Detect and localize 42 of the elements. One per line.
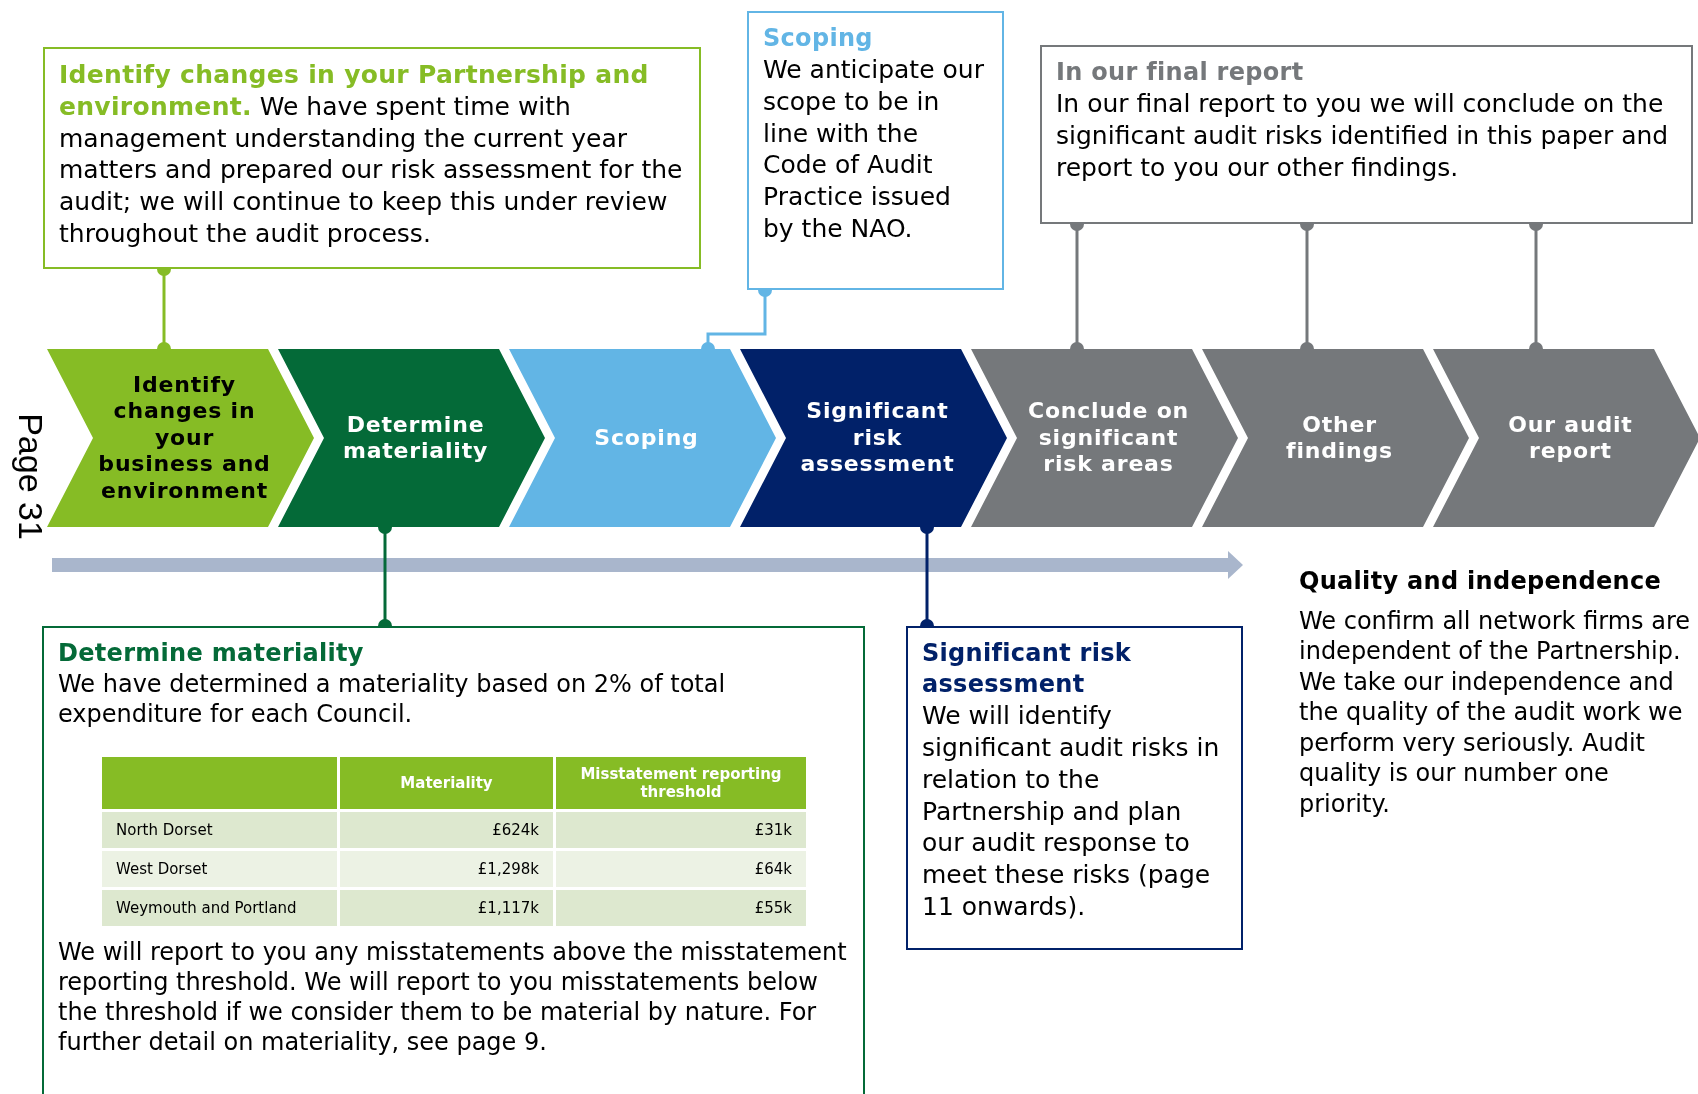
step-label: Significant risk assessment	[799, 397, 956, 479]
box-text: We have determined a materiality based on 2% of total expenditure for each Council.	[58, 669, 727, 730]
chevron-step	[47, 349, 314, 527]
page-number: Page 31	[10, 412, 50, 542]
table-cell: £624k	[340, 812, 553, 848]
chevron-step	[1202, 349, 1469, 527]
section-heading: Quality and independence	[1299, 567, 1661, 595]
box-text: In our final report to you we will conclude on the significant audit risks identified in this paper and report to you our other findings.	[1056, 88, 1670, 184]
callout-box	[1040, 45, 1693, 224]
table-cell: £31k	[556, 812, 806, 848]
step-label: Determine materiality	[341, 410, 490, 465]
table-cell: Weymouth and Portland	[102, 890, 337, 926]
table-cell: £1,298k	[340, 851, 553, 887]
chevron-step	[1433, 349, 1698, 527]
step-label: Other findings	[1285, 410, 1394, 465]
step-label: Conclude on significant risk areas	[1026, 397, 1191, 479]
box-heading: In our final report	[1056, 57, 1305, 88]
box-text: We anticipate our scope to be in line with the Code of Audit Practice issued by the NAO.	[763, 54, 985, 245]
step-label: Our audit report	[1507, 410, 1634, 465]
step-label: Scoping	[593, 423, 700, 452]
box-heading: Scoping	[763, 23, 874, 54]
box-heading: Significant risk assessment	[922, 638, 1133, 701]
table-cell: £55k	[556, 890, 806, 926]
box-text: We will identify significant audit risks in relation to the Partnership and plan our audit response to meet these risks (page 11 onwards).	[922, 700, 1221, 923]
callout-box	[747, 11, 1004, 290]
step-label: Identify changes in your business and environment	[97, 371, 272, 505]
chevron-step	[278, 349, 545, 527]
callout-box	[43, 47, 701, 269]
table-header: Misstatement reporting threshold	[556, 757, 806, 809]
callout-box	[906, 626, 1243, 950]
table-cell: £1,117k	[340, 890, 553, 926]
box-text: We will report to you any misstatements above the misstatement reporting threshold. We will report to you misstatements below the threshold if we consider them to be material by nature. For further detail on materiality, see page 9.	[58, 937, 848, 1058]
table-header: Materiality	[340, 757, 553, 809]
table-cell: West Dorset	[102, 851, 337, 887]
table-cell: £64k	[556, 851, 806, 887]
chevron-step	[740, 349, 1007, 527]
table-cell: North Dorset	[102, 812, 337, 848]
paragraph-text: We confirm all network firms are independent of the Partnership. We take our independence and the quality of the audit work we perform very seriously. Audit quality is our number one priority.	[1299, 606, 1692, 820]
chevron-step	[509, 349, 776, 527]
chevron-step	[971, 349, 1238, 527]
box-heading: Determine materiality	[58, 638, 365, 669]
box-text: Identify changes in your Partnership and environment. We have spent time with management understanding the current year matters and prepared our risk assessment for the audit; we will continue to keep this under review throughout the audit process.	[59, 59, 684, 250]
